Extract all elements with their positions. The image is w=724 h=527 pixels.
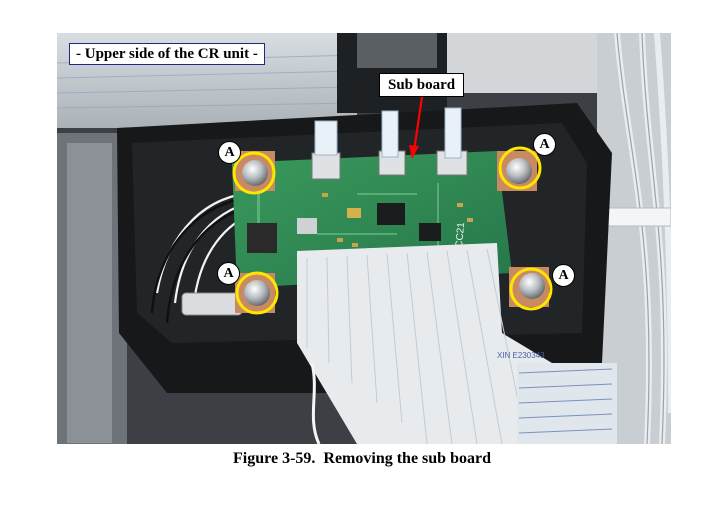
sub-board-label: Sub board [379,73,465,97]
callout-rings [232,146,553,315]
board-print: CC21 [454,221,467,248]
screw-callout-a-top-left: A [218,141,241,164]
cr-unit-photo-drawing: CC21 XIN E230343 [57,33,671,444]
screw-callout-a-bottom-left: A [217,262,240,285]
title-label: - Upper side of the CR unit - [69,43,265,65]
screw-callout-a-top-right: A [533,133,556,156]
cr-unit-photo: CC21 XIN E230343 [57,33,671,444]
sub-board-arrow [409,96,424,159]
screw-callout-a-bottom-right: A [552,264,575,287]
cable-print: XIN E230343 [497,351,545,360]
figure-caption: Figure 3-59. Removing the sub board [233,450,491,467]
